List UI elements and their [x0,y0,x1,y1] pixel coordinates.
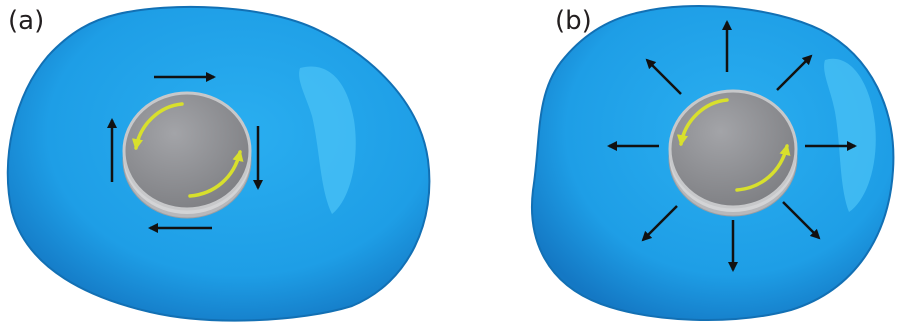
panel-label-b: (b) [555,6,592,36]
rotation-arrow-icon [131,102,184,151]
diagram-b [531,5,895,322]
panel-label-a: (a) [8,6,45,36]
diagram-a [6,5,431,322]
rotation-arrow-icon [188,149,244,198]
rotating-disc-a [122,91,252,219]
panel-a: (a) [6,5,431,322]
rotation-arrow-icon [676,98,729,147]
flow-arrow-icon [782,201,821,240]
flow-arrow-icon [776,54,813,91]
rotation-arrow-icon [735,143,791,192]
flow-arrow-icon [645,58,682,95]
fluid-highlight-a [299,66,356,214]
flow-arrow-icon [641,205,678,242]
fluid-highlight-b [824,58,876,212]
panel-b: (b) [451,0,902,324]
rotating-disc-b [668,89,798,217]
